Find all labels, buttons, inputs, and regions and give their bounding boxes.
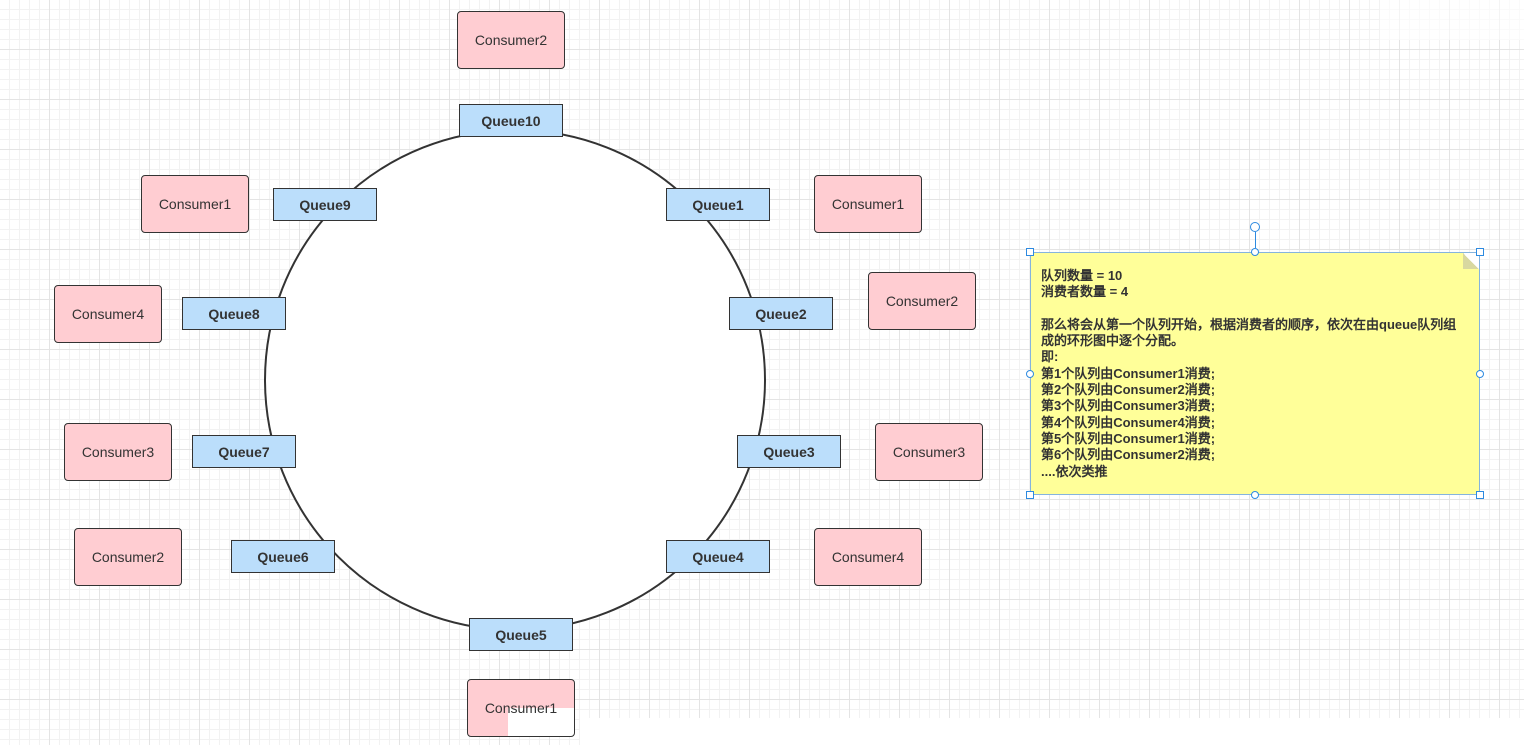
resize-handle-bottom-left[interactable] xyxy=(1026,491,1034,499)
queue-6[interactable]: Queue6 xyxy=(231,540,335,573)
resize-handle-bottom-right[interactable] xyxy=(1476,491,1484,499)
queue-9[interactable]: Queue9 xyxy=(273,188,377,221)
consumer-for-queue-10[interactable]: Consumer2 xyxy=(457,11,565,69)
note-line: 队列数量 = 10 xyxy=(1041,268,1123,283)
note-fold-corner xyxy=(1463,253,1479,269)
queue-4[interactable]: Queue4 xyxy=(666,540,770,573)
consumer-for-queue-4[interactable]: Consumer4 xyxy=(814,528,922,586)
note-line: 第4个队列由Consumer4消费; xyxy=(1041,414,1216,430)
resize-handle-top[interactable] xyxy=(1251,248,1259,256)
queue-10[interactable]: Queue10 xyxy=(459,104,563,137)
note-line: 那么将会从第一个队列开始，根据消费者的顺序，依次在由queue队列组 xyxy=(1041,316,1457,332)
note-line: 成的环形图中逐个分配。 xyxy=(1041,333,1185,349)
note-line: 即: xyxy=(1041,349,1059,365)
resize-handle-left[interactable] xyxy=(1026,370,1034,378)
resize-handle-top-left[interactable] xyxy=(1026,248,1034,256)
note-line: 第2个队列由Consumer2消费; xyxy=(1041,382,1216,398)
consumer-for-queue-8[interactable]: Consumer4 xyxy=(54,285,162,343)
note-line: 第3个队列由Consumer3消费; xyxy=(1041,398,1216,414)
queue-2[interactable]: Queue2 xyxy=(729,297,833,330)
consumer-for-queue-5[interactable]: Consumer1 xyxy=(467,679,575,737)
note-line: 第5个队列由Consumer1消费; xyxy=(1041,430,1216,446)
note-line: ....依次类推 xyxy=(1041,463,1108,479)
consumer-for-queue-1[interactable]: Consumer1 xyxy=(814,175,922,233)
rotate-handle-stem xyxy=(1255,232,1256,248)
consumer-for-queue-7[interactable]: Consumer3 xyxy=(64,423,172,481)
queue-5[interactable]: Queue5 xyxy=(469,618,573,651)
queue-1[interactable]: Queue1 xyxy=(666,188,770,221)
consumer-for-queue-2[interactable]: Consumer2 xyxy=(868,272,976,330)
rotate-handle[interactable] xyxy=(1250,222,1260,232)
note-line: 消费者数量 = 4 xyxy=(1041,284,1129,300)
resize-handle-bottom[interactable] xyxy=(1251,491,1259,499)
consumer-for-queue-6[interactable]: Consumer2 xyxy=(74,528,182,586)
note-line: 第6个队列由Consumer2消费; xyxy=(1041,447,1216,463)
queue-8[interactable]: Queue8 xyxy=(182,297,286,330)
resize-handle-top-right[interactable] xyxy=(1476,248,1484,256)
note-line xyxy=(1041,301,1469,317)
resize-handle-right[interactable] xyxy=(1476,370,1484,378)
white-patch-bottom xyxy=(580,718,1524,745)
consumer-for-queue-3[interactable]: Consumer3 xyxy=(875,423,983,481)
note-line: 第1个队列由Consumer1消费; xyxy=(1041,365,1216,381)
queue-7[interactable]: Queue7 xyxy=(192,435,296,468)
consumer-for-queue-9[interactable]: Consumer1 xyxy=(141,175,249,233)
queue-3[interactable]: Queue3 xyxy=(737,435,841,468)
explanation-note[interactable]: 队列数量 = 10 消费者数量 = 4 那么将会从第一个队列开始，根据消费者的顺… xyxy=(1030,252,1480,495)
white-patch-top-right xyxy=(1380,0,1524,40)
